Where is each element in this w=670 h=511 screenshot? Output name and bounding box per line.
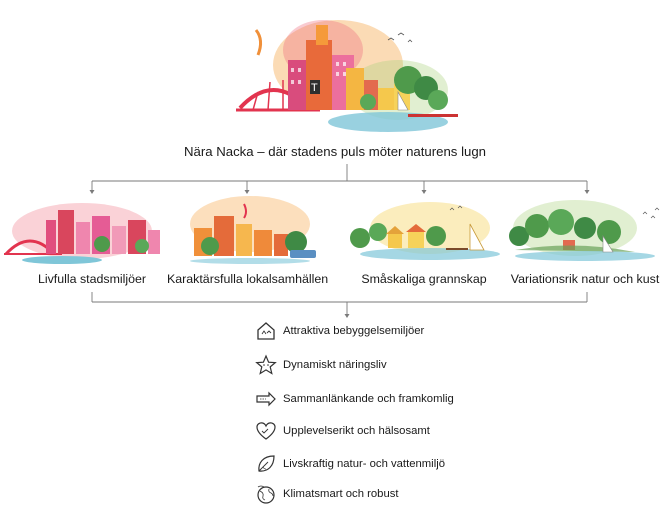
category-label-karaktarsfulla: Karaktärsfulla lokalsamhällen <box>167 272 329 286</box>
neighbourhood-illustration <box>350 202 500 260</box>
value-item-livskraftig: Livskraftig natur- och vattenmiljö <box>255 451 445 477</box>
category-label-variationsrik: Variationsrik natur och kust <box>510 272 660 286</box>
value-label: Sammanlänkande och framkomlig <box>283 393 454 405</box>
hero-illustration: T <box>236 20 458 132</box>
value-item-attraktiva: Attraktiva bebyggelsemiljöer <box>255 318 424 344</box>
heart-icon <box>256 422 276 440</box>
value-label: Attraktiva bebyggelsemiljöer <box>283 325 425 337</box>
category-label-livfulla: Livfulla stadsmiljöer <box>37 272 147 286</box>
value-item-sammanlankande: Sammanlänkande och framkomlig <box>255 386 454 412</box>
value-item-upplevelserikt: Upplevelserikt och hälsosamt <box>255 418 430 444</box>
svg-text:T: T <box>311 82 318 94</box>
value-label: Klimatsmart och robust <box>283 488 399 500</box>
globe-icon <box>257 485 275 504</box>
community-illustration <box>190 196 316 264</box>
house-icon <box>257 322 275 340</box>
star-icon <box>255 354 277 375</box>
value-item-klimatsmart: Klimatsmart och robust <box>255 481 399 507</box>
value-label: Livskraftig natur- och vattenmiljö <box>283 458 445 470</box>
city-illustration <box>4 203 160 264</box>
value-label: Dynamiskt näringsliv <box>283 359 387 371</box>
value-item-dynamiskt: Dynamiskt näringsliv <box>255 352 387 378</box>
category-label-smaskaliga: Småskaliga grannskap <box>361 272 487 286</box>
value-label: Upplevelserikt och hälsosamt <box>283 425 430 437</box>
nature-coast-illustration <box>509 200 660 261</box>
page-title: Nära Nacka – där stadens puls möter natu… <box>183 144 486 159</box>
arrow-icon <box>256 391 276 407</box>
leaf-icon <box>258 455 275 472</box>
